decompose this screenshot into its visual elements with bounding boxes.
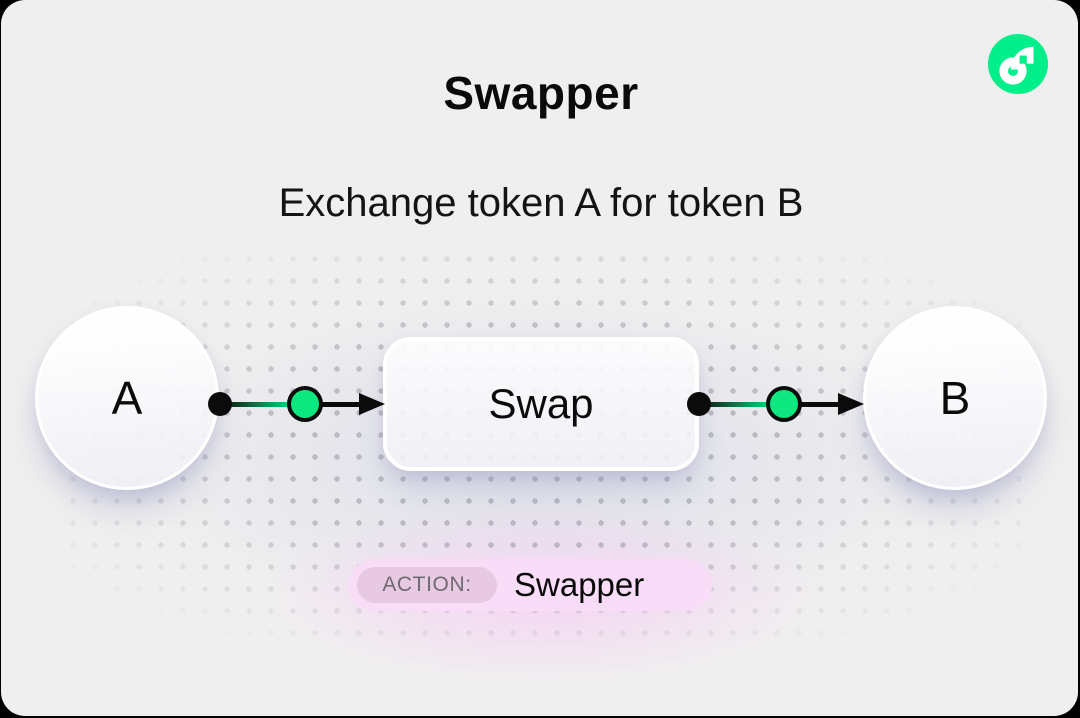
token-b-label: B xyxy=(939,372,971,424)
connection-dot-icon xyxy=(687,392,711,416)
swap-label: Swap xyxy=(488,380,594,427)
page-title: Swapper xyxy=(443,67,639,119)
connection-dot-icon xyxy=(208,392,232,416)
token-a-label: A xyxy=(111,372,143,424)
connector-line xyxy=(784,401,841,407)
arrowhead-icon xyxy=(838,393,864,415)
action-tag-label: ACTION: xyxy=(382,573,472,596)
token-b-node: B xyxy=(863,306,1047,490)
swap-node: Swap xyxy=(383,337,699,471)
connection-port-icon xyxy=(766,386,802,422)
connector-swap-to-b xyxy=(687,382,864,426)
arrowhead-icon xyxy=(359,393,385,415)
token-a-node: A xyxy=(35,306,219,490)
connector-line xyxy=(305,401,362,407)
action-value: Swapper xyxy=(514,566,645,603)
connector-line xyxy=(699,401,784,407)
action-tag: ACTION: xyxy=(357,567,497,603)
page-subtitle: Exchange token A for token B xyxy=(278,181,804,225)
connector-line xyxy=(220,401,305,407)
connector-a-to-swap xyxy=(208,382,385,426)
connection-port-icon xyxy=(287,386,323,422)
flow-logo-icon xyxy=(988,34,1048,94)
action-badge: ACTION: Swapper xyxy=(349,559,712,611)
